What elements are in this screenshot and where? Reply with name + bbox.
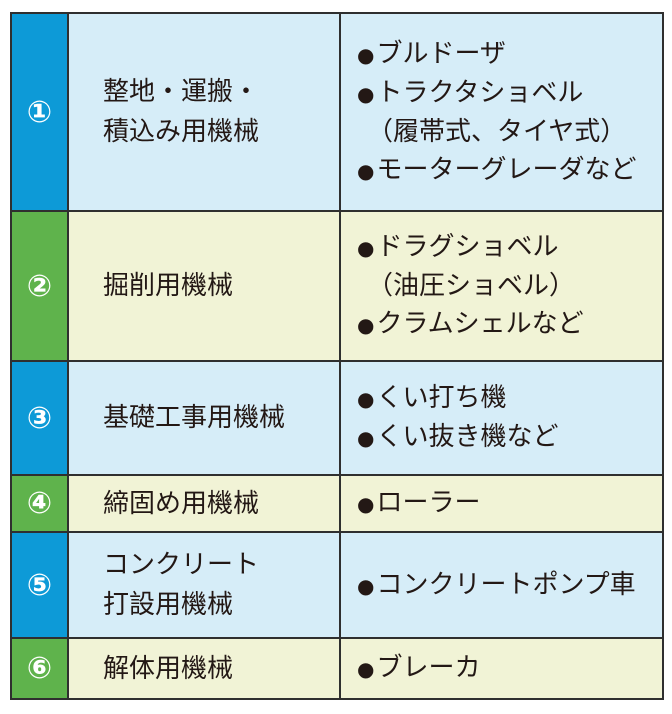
machine-examples: ●くい打ち機 ●くい抜き機など bbox=[341, 362, 662, 474]
list-item: ●ブレーカ bbox=[357, 653, 481, 683]
machine-examples: ●ドラグショベル（油圧ショベル） ●クラムシェルなど bbox=[341, 212, 662, 360]
table-row: ① 整地・運搬・ 積込み用機械 ●ブルドーザ ●トラクタショベル（履帯式、タイヤ… bbox=[12, 14, 662, 212]
row-number-badge: ④ bbox=[12, 476, 69, 531]
list-item: ●ローラー bbox=[357, 488, 481, 518]
list-item: ●トラクタショベル（履帯式、タイヤ式） bbox=[357, 77, 627, 147]
list-item: ●くい抜き機など bbox=[357, 422, 559, 452]
list-item: ●クラムシェルなど bbox=[357, 309, 584, 339]
list-item: ●コンクリートポンプ車 bbox=[357, 569, 636, 600]
table-row: ⑤ コンクリート 打設用機械 ●コンクリートポンプ車 bbox=[12, 533, 662, 639]
row-number-badge: ③ bbox=[12, 362, 69, 474]
row-number-badge: ⑤ bbox=[12, 533, 69, 637]
row-number-badge: ⑥ bbox=[12, 639, 69, 698]
list-item: ●モーターグレーダなど bbox=[357, 154, 637, 185]
machine-category: 締固め用機械 bbox=[69, 476, 341, 531]
machine-examples: ●コンクリートポンプ車 bbox=[341, 533, 662, 637]
machine-category: 整地・運搬・ 積込み用機械 bbox=[69, 14, 341, 210]
table-row: ③ 基礎工事用機械 ●くい打ち機 ●くい抜き機など bbox=[12, 362, 662, 476]
machine-category: コンクリート 打設用機械 bbox=[69, 533, 341, 637]
machine-examples: ●ローラー bbox=[341, 476, 662, 531]
list-item: ●ドラグショベル（油圧ショベル） bbox=[357, 232, 576, 301]
machine-examples: ●ブルドーザ ●トラクタショベル（履帯式、タイヤ式） ●モーターグレーダなど bbox=[341, 14, 662, 210]
machinery-table: ① 整地・運搬・ 積込み用機械 ●ブルドーザ ●トラクタショベル（履帯式、タイヤ… bbox=[10, 12, 664, 700]
machine-category: 解体用機械 bbox=[69, 639, 341, 698]
table-row: ② 掘削用機械 ●ドラグショベル（油圧ショベル） ●クラムシェルなど bbox=[12, 212, 662, 362]
table-row: ④ 締固め用機械 ●ローラー bbox=[12, 476, 662, 533]
table-row: ⑥ 解体用機械 ●ブレーカ bbox=[12, 639, 662, 700]
list-item: ●ブルドーザ bbox=[357, 38, 506, 69]
row-number-badge: ② bbox=[12, 212, 69, 360]
row-number-badge: ① bbox=[12, 14, 69, 210]
machine-category: 基礎工事用機械 bbox=[69, 362, 341, 474]
list-item: ●くい打ち機 bbox=[357, 383, 507, 413]
machine-examples: ●ブレーカ bbox=[341, 639, 662, 698]
machine-category: 掘削用機械 bbox=[69, 212, 341, 360]
